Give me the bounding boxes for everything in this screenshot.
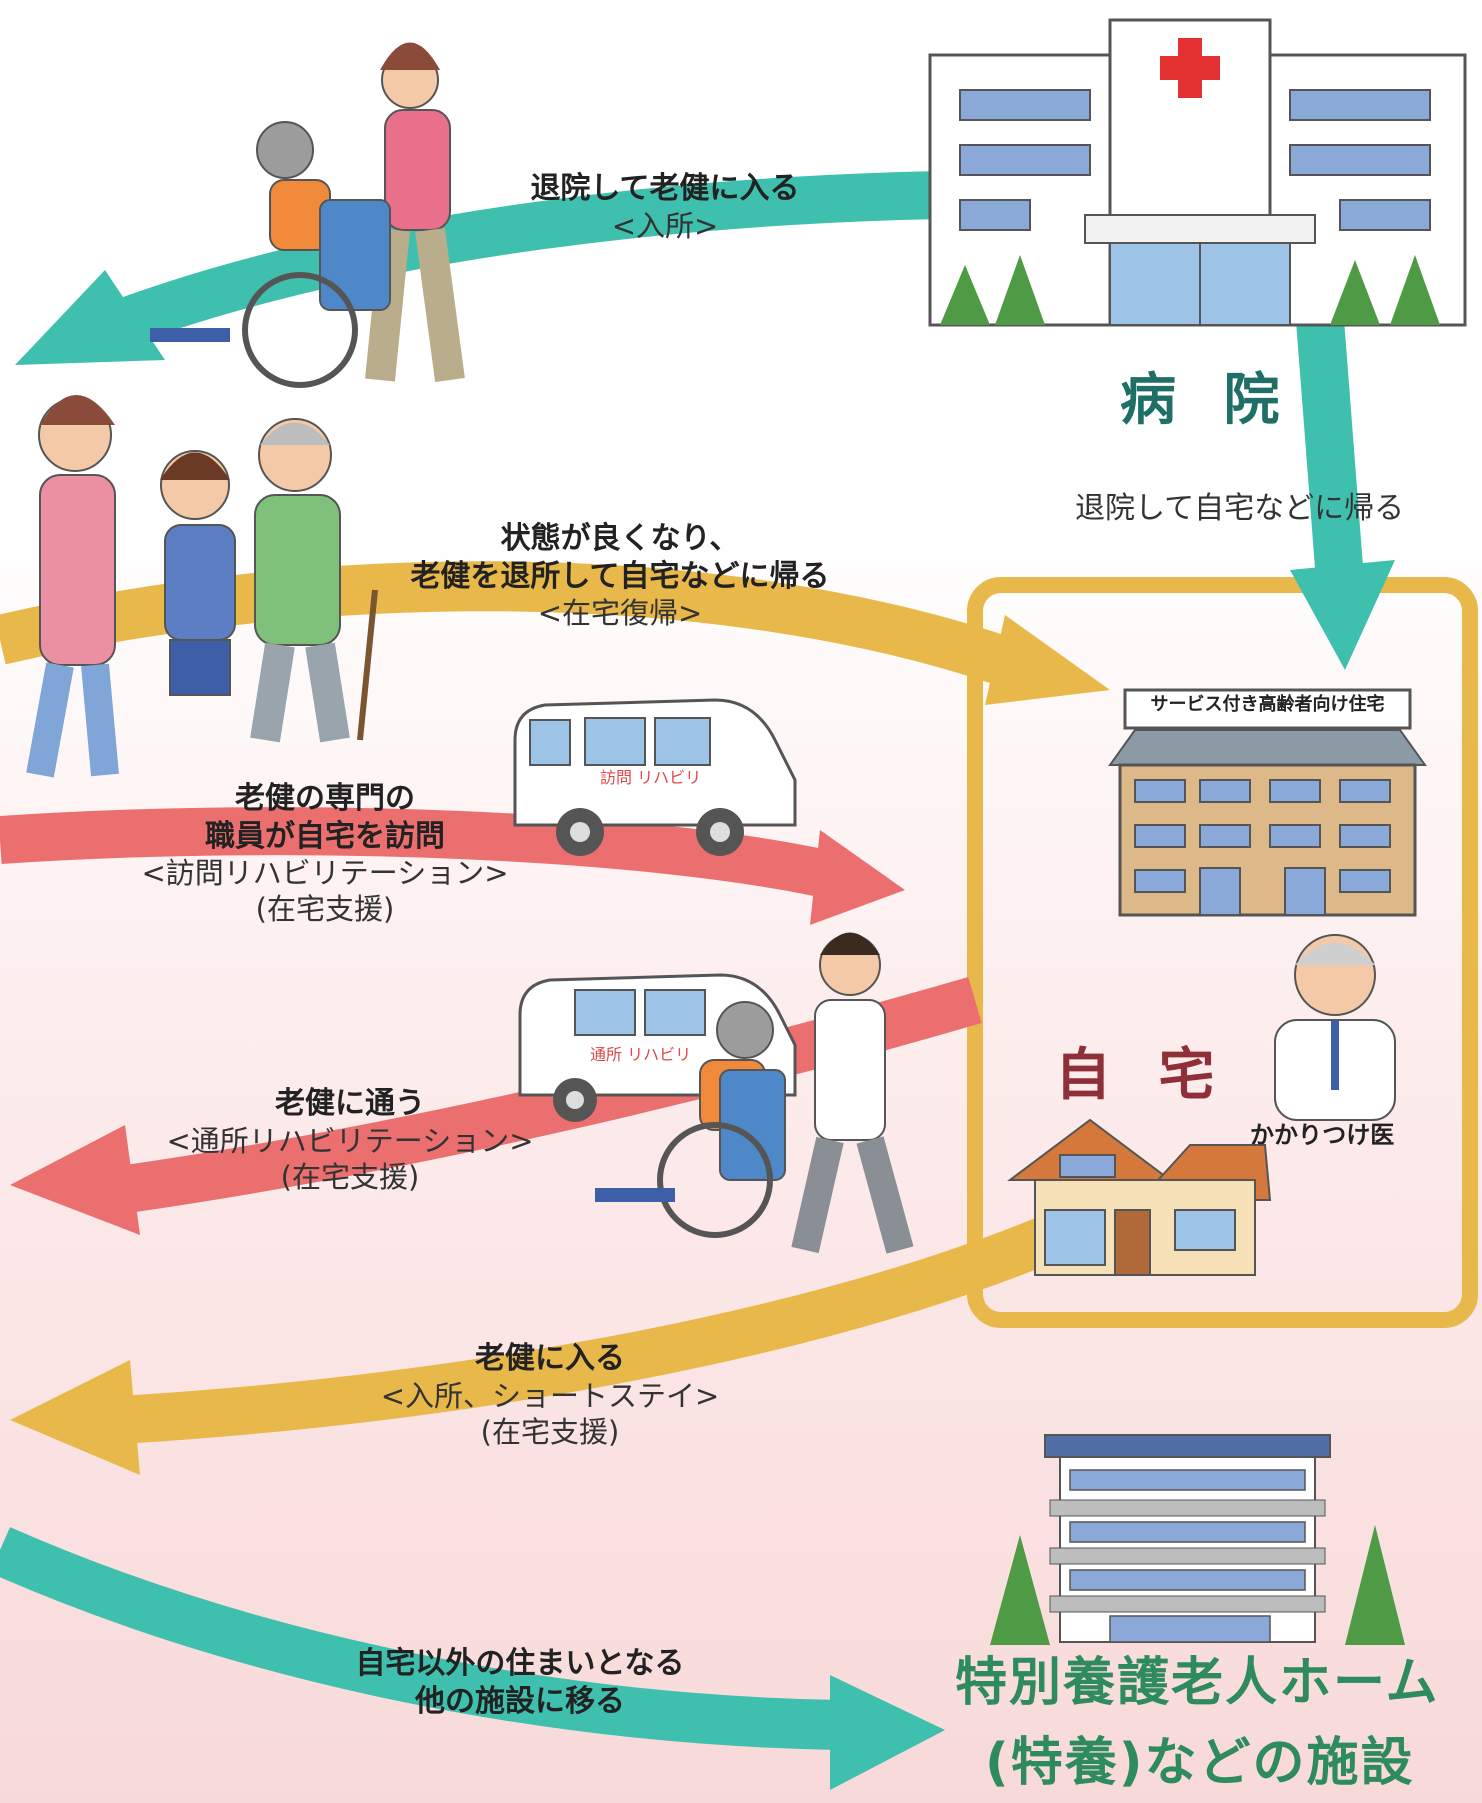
flow-return-line1: 状態が良くなり、 xyxy=(500,521,740,556)
care-facility-building xyxy=(990,1434,1405,1645)
flow-admit-label: 退院して老健に入る <入所> xyxy=(500,170,830,244)
flow-daycare-title: 老健に通う xyxy=(275,1086,425,1121)
hospital-building xyxy=(928,18,1467,327)
home-area-frame xyxy=(967,577,1478,1328)
flow-visit-line2: 職員が自宅を訪問 xyxy=(205,818,445,854)
hospital-label: 病 院 xyxy=(1120,368,1294,433)
flow-return-line2: 老健を退所して自宅などに帰る xyxy=(410,558,830,594)
arrow-return-home xyxy=(0,561,1110,705)
family-doctor xyxy=(1274,934,1396,1121)
flow-return-sub: <在宅復帰> xyxy=(537,596,703,630)
flow-transfer-line1: 自宅以外の住まいとなる xyxy=(355,1646,685,1681)
flow-transfer-label: 自宅以外の住まいとなる 他の施設に移る xyxy=(320,1645,720,1720)
housing-sign: サービス付き高齢者向け住宅 xyxy=(1150,694,1385,715)
flow-visit-sub2: (在宅支援) xyxy=(255,892,395,927)
flow-admit-sub: <入所> xyxy=(611,208,719,243)
flow-daycare-label: 老健に通う <通所リハビリテーション> (在宅支援) xyxy=(150,1085,550,1195)
family-walking xyxy=(26,395,378,778)
senior-housing-building xyxy=(1108,688,1427,917)
flow-visit-line1: 老健の専門の xyxy=(235,781,415,816)
flow-short-sub2: (在宅支援) xyxy=(480,1414,620,1449)
flow-admit-title: 退院して老健に入る xyxy=(530,171,800,206)
flow-daycare-sub: <通所リハビリテーション> xyxy=(166,1123,534,1158)
arrow-transfer xyxy=(0,1527,945,1790)
flow-transfer-line2: 他の施設に移る xyxy=(415,1683,625,1719)
flow-hospital-home-label: 退院して自宅などに帰る xyxy=(1075,491,1405,526)
flow-return-home-label: 状態が良くなり、 老健を退所して自宅などに帰る <在宅復帰> xyxy=(385,520,855,631)
flow-short-title: 老健に入る xyxy=(475,1341,625,1376)
wheelchair-with-caregiver xyxy=(150,42,465,388)
visit-van xyxy=(513,698,797,856)
arrow-hospital-to-home xyxy=(1290,318,1395,670)
flow-visit-sub: <訪問リハビリテーション> xyxy=(141,856,509,890)
flow-short-stay-label: 老健に入る <入所、ショートステイ> (在宅支援) xyxy=(360,1340,740,1450)
visit-van-sign: 訪問 リハビリ xyxy=(600,768,702,787)
arrow-short-stay xyxy=(10,1217,1055,1475)
flow-home-visit-label: 老健の専門の 職員が自宅を訪問 <訪問リハビリテーション> (在宅支援) xyxy=(110,780,540,928)
home-house xyxy=(1007,1118,1272,1276)
facility-label-line2: (特養)などの施設 xyxy=(985,1733,1415,1793)
arrow-admit-from-hospital xyxy=(15,171,941,365)
flow-short-sub: <入所、ショートステイ> xyxy=(380,1378,720,1413)
daycare-van-and-staff xyxy=(518,932,914,1254)
home-label: 自 宅 xyxy=(1055,1043,1229,1108)
flow-daycare-sub2: (在宅支援) xyxy=(280,1159,420,1194)
arrow-home-visit xyxy=(0,807,905,925)
facility-label-line1: 特別養護老人ホーム xyxy=(955,1653,1440,1713)
doctor-label: かかりつけ医 xyxy=(1250,1121,1395,1149)
daycare-van-sign: 通所 リハビリ xyxy=(590,1045,692,1064)
